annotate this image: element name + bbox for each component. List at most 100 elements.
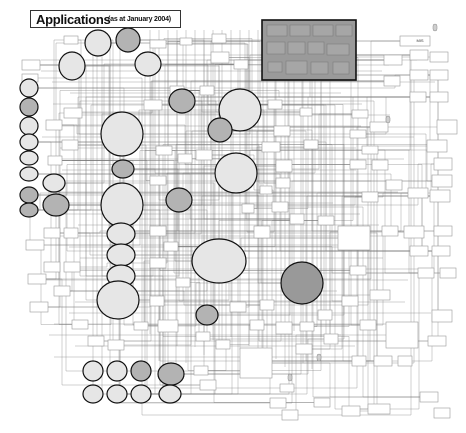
- application-box: [426, 139, 448, 153]
- application-box: [433, 407, 451, 419]
- application-nodes: [19, 27, 324, 404]
- application-node: [19, 166, 39, 182]
- application-node: [191, 238, 247, 284]
- application-box: [303, 139, 319, 150]
- application-box: [313, 397, 331, 408]
- application-box: [361, 145, 379, 155]
- application-box: [351, 355, 367, 367]
- grouped-application-box: [335, 24, 353, 37]
- application-box: [299, 107, 313, 117]
- application-box: [429, 69, 449, 81]
- application-box: [373, 355, 393, 367]
- highlighted-application-group: [261, 19, 357, 81]
- application-box: [71, 319, 89, 330]
- application-node: [82, 360, 104, 382]
- application-box: [107, 339, 125, 351]
- application-box: [295, 343, 313, 355]
- application-node: [58, 51, 86, 81]
- grouped-application-box: [287, 41, 306, 55]
- small-marker: [432, 23, 438, 32]
- application-box: [269, 397, 287, 409]
- application-node: [214, 152, 258, 194]
- application-box: [439, 267, 457, 279]
- application-box: [43, 261, 61, 273]
- application-node: [96, 280, 140, 320]
- application-box: [273, 125, 291, 137]
- small-marker: [287, 373, 293, 382]
- application-box: [133, 321, 149, 331]
- application-box: [436, 119, 458, 135]
- grouped-application-box: [310, 61, 329, 75]
- application-box: [317, 215, 335, 226]
- application-box: [419, 391, 439, 403]
- grouped-application-box: [289, 24, 311, 37]
- application-node: [84, 29, 112, 57]
- application-box: [149, 175, 167, 186]
- application-box: [149, 225, 167, 237]
- application-box: [409, 69, 429, 81]
- application-node: [134, 51, 162, 77]
- application-box: [349, 159, 367, 170]
- application-box: [299, 321, 315, 332]
- application-box: [199, 85, 215, 96]
- application-box: [21, 59, 41, 71]
- grouped-application-box: [266, 41, 286, 55]
- application-box: [163, 241, 179, 252]
- application-node: [19, 133, 39, 151]
- application-box: [281, 409, 299, 421]
- application-box: [383, 54, 403, 66]
- application-node: [165, 187, 193, 213]
- application-box: [195, 331, 211, 342]
- application-box: [149, 39, 167, 49]
- application-node: [106, 384, 128, 404]
- application-box: [429, 51, 449, 63]
- application-box: [349, 129, 367, 139]
- application-box: [417, 267, 435, 279]
- application-box: [25, 239, 45, 251]
- application-box: [53, 285, 71, 297]
- application-box: [427, 335, 447, 347]
- application-box: [211, 33, 227, 44]
- title-box: Applications (as at January 2004): [30, 10, 181, 28]
- application-box: [279, 383, 295, 393]
- application-box: [267, 99, 283, 110]
- application-box: [409, 245, 429, 257]
- application-box: [317, 309, 333, 321]
- application-box: [239, 347, 273, 379]
- application-node: [218, 88, 262, 132]
- application-box: [63, 107, 83, 119]
- diagram-date: (as at January 2004): [108, 16, 171, 23]
- application-box: [233, 59, 249, 70]
- grouped-application-box: [332, 61, 350, 75]
- application-box: [63, 227, 79, 239]
- application-box: [433, 157, 453, 171]
- application-node: [42, 173, 66, 193]
- application-node: [19, 78, 39, 98]
- grouped-application-box: [267, 61, 283, 73]
- application-box: [87, 335, 105, 347]
- small-marker: [316, 353, 322, 362]
- application-box: [275, 159, 293, 173]
- application-box: [359, 319, 377, 331]
- application-box: [275, 321, 293, 335]
- application-box: [149, 295, 165, 307]
- application-node: [195, 304, 219, 326]
- application-box: [397, 355, 413, 367]
- application-box: [61, 139, 79, 151]
- application-box: [369, 121, 389, 133]
- application-box: [407, 187, 429, 199]
- application-box: [47, 155, 63, 166]
- application-box: [175, 277, 191, 288]
- application-box: [383, 75, 401, 87]
- application-node: [19, 150, 39, 166]
- application-box: [431, 309, 453, 323]
- application-box: [381, 225, 399, 237]
- application-node: [19, 116, 39, 136]
- application-box: [193, 365, 209, 376]
- application-box: [275, 177, 291, 189]
- application-boxes: [21, 23, 458, 421]
- application-box: [215, 339, 231, 350]
- application-box: [433, 225, 453, 237]
- application-node: [130, 384, 152, 404]
